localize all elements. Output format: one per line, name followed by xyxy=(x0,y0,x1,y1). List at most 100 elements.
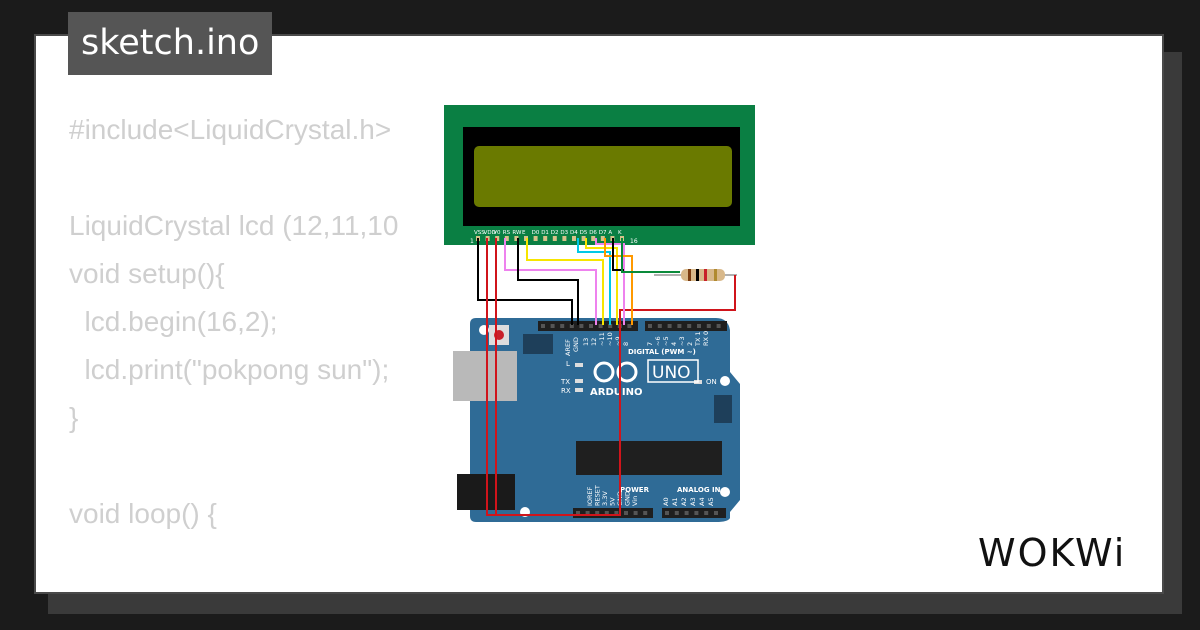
header-pin[interactable] xyxy=(585,511,590,515)
wire-rs[interactable] xyxy=(504,238,597,325)
wire-d7[interactable] xyxy=(604,238,633,325)
header-pin[interactable] xyxy=(576,511,580,515)
wire-a[interactable] xyxy=(612,238,624,271)
header-pin[interactable] xyxy=(627,324,632,328)
wire-k[interactable] xyxy=(621,238,680,273)
lcd-pin[interactable] xyxy=(581,236,586,241)
power-header xyxy=(573,508,653,518)
header-pin[interactable] xyxy=(667,324,672,328)
analog-header xyxy=(662,508,726,518)
lcd-pin-label: RW xyxy=(512,230,522,236)
digital-pin-label: RX 0 xyxy=(702,331,710,346)
header-pin[interactable] xyxy=(569,324,574,328)
header-pin[interactable] xyxy=(560,324,565,328)
brand-label: ARDUINO xyxy=(590,387,642,398)
header-pin[interactable] xyxy=(694,511,699,515)
digital-pin-label: TX 1 xyxy=(694,331,702,347)
l-led-label: L xyxy=(566,360,570,368)
wire-e[interactable] xyxy=(526,238,604,325)
digital-pin-label: 7 xyxy=(646,342,654,346)
code-view: #include<LiquidCrystal.h>LiquidCrystal l… xyxy=(69,106,398,538)
code-line: } xyxy=(69,402,79,433)
header-pin[interactable] xyxy=(595,511,600,515)
header-pin[interactable] xyxy=(687,324,692,328)
lcd-pin[interactable] xyxy=(591,236,596,241)
code-line: void loop() { xyxy=(69,498,217,529)
lcd-pin[interactable] xyxy=(562,236,567,241)
power-pin-label: Vin xyxy=(631,496,639,506)
header-pin[interactable] xyxy=(657,324,662,328)
lcd-pin-label: K xyxy=(618,230,622,236)
digital-pin-label: 12 xyxy=(590,338,598,346)
power-label: POWER xyxy=(620,486,650,494)
lcd-pin-label: V0 xyxy=(493,230,501,236)
analog-pin-label: A4 xyxy=(698,497,706,506)
lcd-pin-label: D0 xyxy=(532,230,540,236)
header-pin[interactable] xyxy=(643,511,648,515)
lcd-pin[interactable] xyxy=(533,236,538,241)
lcd-pin[interactable] xyxy=(504,236,509,241)
power-pin-label: 3.3V xyxy=(601,491,609,506)
header-pin[interactable] xyxy=(614,511,619,515)
analog-pin-label: A0 xyxy=(662,497,670,506)
header-pin[interactable] xyxy=(706,324,711,328)
header-pin[interactable] xyxy=(674,511,679,515)
header-pin[interactable] xyxy=(604,511,609,515)
wire-vcc[interactable] xyxy=(486,238,736,516)
header-pin[interactable] xyxy=(648,324,652,328)
header-pin[interactable] xyxy=(550,324,555,328)
resistor-band xyxy=(704,269,707,281)
lcd-pin[interactable] xyxy=(514,236,519,241)
mount-hole xyxy=(720,487,730,497)
lcd-pin[interactable] xyxy=(495,236,500,241)
digital-pin-label: 2 xyxy=(686,342,694,346)
code-line: lcd.print("pokpong sun"); xyxy=(69,354,390,385)
lcd-pin-last-label: 16 xyxy=(630,238,638,245)
power-pin-label: IOREF xyxy=(586,486,594,506)
arduino-logo-icon xyxy=(593,361,638,383)
wire-rw[interactable] xyxy=(517,238,579,325)
gnd-pin-label: GND xyxy=(572,337,580,352)
board-model-label: UNO xyxy=(652,363,691,383)
lcd-pin-label: VSS xyxy=(474,230,485,236)
lcd-pin[interactable] xyxy=(552,236,557,241)
lcd-screen xyxy=(474,146,732,207)
wire-d6[interactable] xyxy=(595,238,625,325)
analog-pin-label: A2 xyxy=(680,497,688,506)
header-pin[interactable] xyxy=(714,511,718,515)
rx-led-label: RX xyxy=(561,387,571,395)
lcd-pin[interactable] xyxy=(543,236,548,241)
header-pin[interactable] xyxy=(665,511,669,515)
header-pin[interactable] xyxy=(716,324,721,328)
lcd-pin[interactable] xyxy=(572,236,576,241)
resistor[interactable] xyxy=(654,269,737,281)
header-pin[interactable] xyxy=(624,511,628,515)
header-pin[interactable] xyxy=(589,324,593,328)
header-pin[interactable] xyxy=(684,511,689,515)
wire-d4[interactable] xyxy=(577,238,611,325)
header-pin[interactable] xyxy=(677,324,682,328)
header-pin[interactable] xyxy=(579,324,584,328)
uno-label-box xyxy=(647,359,699,383)
digital-pin-label: ~9 xyxy=(614,336,622,346)
resistor-band xyxy=(688,269,691,281)
header-pin[interactable] xyxy=(633,511,638,515)
power-pin-label: 5V xyxy=(609,497,617,506)
header-pin[interactable] xyxy=(608,324,613,328)
resistor-band xyxy=(696,269,699,281)
digital-pin-label: 8 xyxy=(622,342,630,346)
wire-d5[interactable] xyxy=(585,238,618,325)
digital-pin-label: ~11 xyxy=(598,332,606,346)
arduino-uno-board[interactable]: L TX RX ON DIGITAL (PWM ~) UNO ARDUINO P… xyxy=(453,318,740,522)
wire-gnd[interactable] xyxy=(477,238,573,325)
lcd-pin[interactable] xyxy=(600,236,605,241)
header-pin[interactable] xyxy=(541,324,545,328)
header-pin[interactable] xyxy=(704,511,709,515)
file-tab[interactable]: sketch.ino xyxy=(68,12,273,75)
header-pin[interactable] xyxy=(697,324,701,328)
header-pin[interactable] xyxy=(598,324,603,328)
lcd-pin-label: D2 xyxy=(551,230,559,236)
